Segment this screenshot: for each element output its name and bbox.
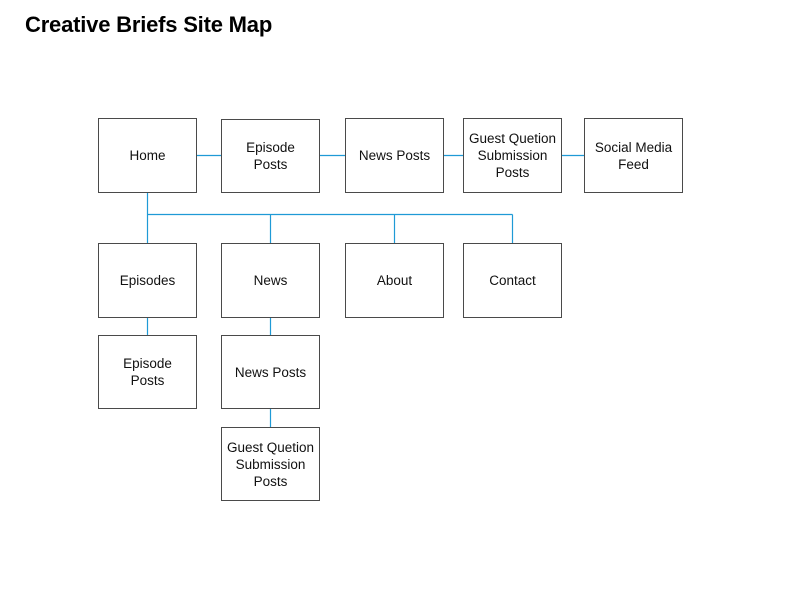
node-about: About: [345, 243, 444, 318]
node-home: Home: [98, 118, 197, 193]
node-episodes: Episodes: [98, 243, 197, 318]
node-episode-posts-child: Episode Posts: [98, 335, 197, 409]
node-news-posts: News Posts: [345, 118, 444, 193]
node-news: News: [221, 243, 320, 318]
node-social-media-feed: Social Media Feed: [584, 118, 683, 193]
node-contact: Contact: [463, 243, 562, 318]
node-episode-posts: Episode Posts: [221, 119, 320, 193]
node-guest-question-submission-posts-child: Guest Quetion Submission Posts: [221, 427, 320, 501]
node-news-posts-child: News Posts: [221, 335, 320, 409]
page-title: Creative Briefs Site Map: [25, 12, 273, 37]
node-guest-question-submission-posts: Guest Quetion Submission Posts: [463, 118, 562, 193]
